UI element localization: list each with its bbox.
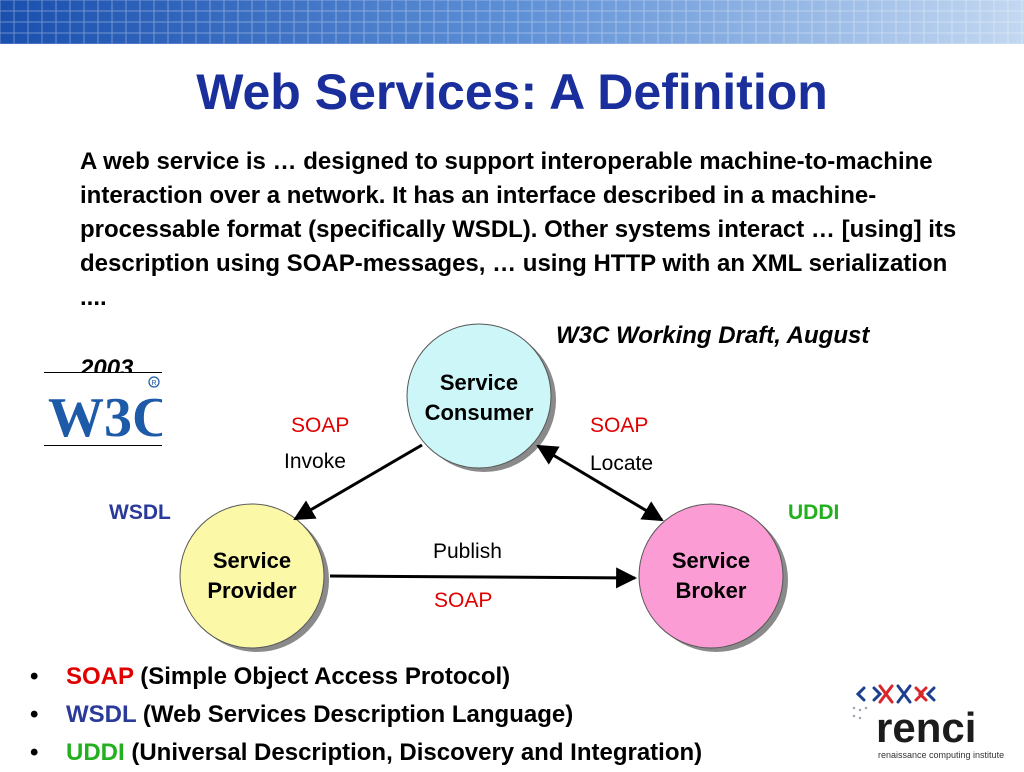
w3c-logo-graphic: W3C R bbox=[48, 376, 172, 449]
provider-label-line1: Service bbox=[212, 548, 292, 573]
broker-label-line2: Broker bbox=[675, 578, 747, 603]
bullet-icon: • bbox=[30, 739, 39, 766]
locate-label: Locate bbox=[590, 452, 654, 475]
broker-node bbox=[638, 503, 788, 652]
acronym-list: • SOAP (Simple Object Access Protocol) •… bbox=[30, 658, 702, 772]
soap-publish-label: SOAP bbox=[434, 589, 493, 612]
consumer-label-line2: Consumer bbox=[424, 400, 534, 425]
wsdl-label: WSDL bbox=[109, 501, 171, 524]
provider-label: Service Provider bbox=[177, 546, 327, 606]
invoke-label: Invoke bbox=[284, 450, 346, 473]
bullet-icon: • bbox=[30, 701, 39, 728]
bullet-term: WSDL bbox=[66, 701, 137, 728]
uddi-label: UDDI bbox=[788, 501, 840, 524]
consumer-label: Service Consumer bbox=[404, 368, 554, 428]
citation: W3C Working Draft, August bbox=[556, 322, 870, 349]
w3c-logo-text: W3C bbox=[48, 387, 162, 446]
bullet-term: SOAP bbox=[66, 663, 134, 690]
definition-paragraph: A web service is … designed to support i… bbox=[80, 148, 957, 311]
publish-arrow bbox=[329, 567, 638, 589]
soap-invoke-label: SOAP bbox=[291, 414, 350, 437]
consumer-label-line1: Service bbox=[439, 370, 519, 395]
list-item: • SOAP (Simple Object Access Protocol) bbox=[30, 658, 702, 696]
page-title: Web Services: A Definition bbox=[196, 64, 828, 120]
bullet-desc: (Universal Description, Discovery and In… bbox=[124, 739, 703, 766]
definition-text: A web service is … designed to support i… bbox=[80, 145, 980, 315]
renci-tagline: renaissance computing institute bbox=[878, 750, 1004, 760]
list-item: • WSDL (Web Services Description Languag… bbox=[30, 696, 702, 734]
provider-node bbox=[179, 503, 329, 652]
renci-logo-text: renci bbox=[876, 704, 976, 751]
publish-label: Publish bbox=[433, 540, 502, 563]
list-item: • UDDI (Universal Description, Discovery… bbox=[30, 734, 702, 772]
bullet-desc: (Web Services Description Language) bbox=[136, 701, 574, 728]
invoke-arrow bbox=[293, 443, 423, 521]
header-banner bbox=[0, 0, 1024, 44]
broker-label-line1: Service bbox=[671, 548, 751, 573]
soap-locate-label: SOAP bbox=[590, 414, 649, 437]
consumer-node bbox=[406, 323, 556, 472]
renci-logo: renci renaissance computing institute bbox=[852, 684, 1004, 760]
w3c-logo: W3C R bbox=[44, 372, 172, 449]
bullet-desc: (Simple Object Access Protocol) bbox=[133, 663, 511, 690]
locate-arrow bbox=[536, 444, 664, 522]
broker-label: Service Broker bbox=[636, 546, 786, 606]
provider-label-line2: Provider bbox=[207, 578, 297, 603]
svg-text:R: R bbox=[152, 380, 157, 387]
bullet-term: UDDI bbox=[66, 739, 125, 766]
bullet-icon: • bbox=[30, 663, 39, 690]
